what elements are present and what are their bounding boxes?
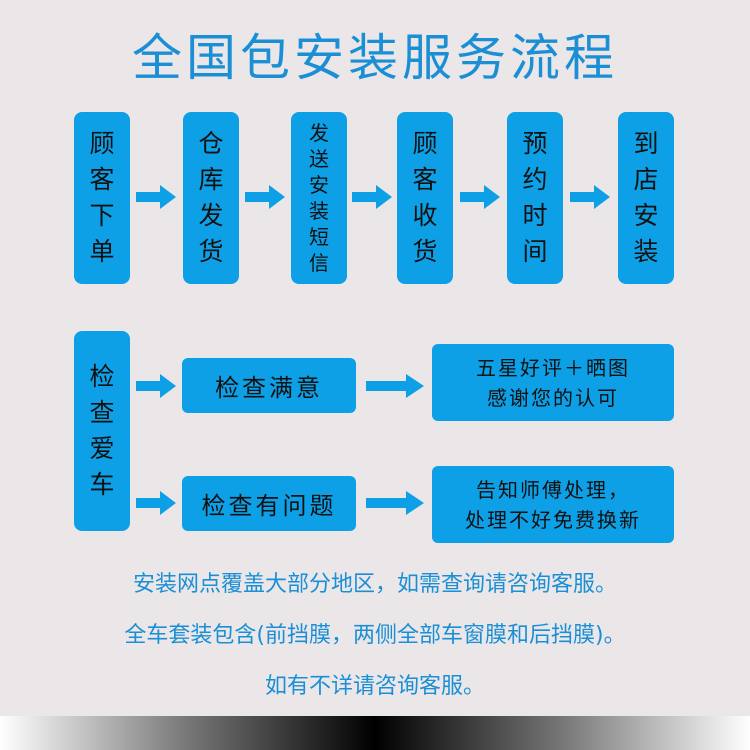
arrow-icon: [136, 374, 176, 398]
note-line: 全车套装包含(前挡膜，两侧全部车窗膜和后挡膜)。: [124, 623, 626, 648]
check-problem-box: 检查有问题: [182, 476, 356, 531]
arrow-icon: [366, 374, 424, 398]
step-box: 顾客收货: [397, 112, 453, 284]
check-satisfied-box: 检查满意: [182, 358, 356, 413]
result-line: 五星好评＋晒图: [476, 355, 630, 380]
arrow-icon: [136, 491, 176, 515]
step-label: 顾客收货: [412, 128, 438, 267]
check-car-label: 检查爱车: [89, 361, 115, 500]
problem-result-box: 告知师傅处理， 处理不好免费换新: [432, 466, 674, 543]
arrow-icon: [352, 185, 392, 209]
satisfied-result-box: 五星好评＋晒图 感谢您的认可: [432, 344, 674, 421]
result-line: 感谢您的认可: [487, 385, 619, 410]
step-box: 仓库发货: [183, 112, 239, 284]
note-line: 安装网点覆盖大部分地区，如需查询请咨询客服。: [132, 572, 617, 597]
step-label: 发送安装短信: [309, 121, 329, 275]
result-line: 告知师傅处理，: [476, 477, 630, 502]
note-line: 如有不详请咨询客服。: [264, 674, 485, 699]
arrow-icon: [366, 491, 424, 515]
gradient-bar: [0, 716, 750, 750]
step-label: 到店安装: [633, 128, 659, 267]
step-label: 预约时间: [522, 128, 548, 267]
step-box: 顾客下单: [74, 112, 130, 284]
check-car-box: 检查爱车: [74, 331, 130, 531]
page-title: 全国包安装服务流程: [132, 29, 618, 87]
step-box: 发送安装短信: [291, 112, 347, 284]
result-line: 处理不好免费换新: [465, 507, 641, 532]
step-label: 顾客下单: [89, 128, 115, 267]
arrow-icon: [570, 185, 610, 209]
arrow-icon: [460, 185, 500, 209]
step-box: 到店安装: [618, 112, 674, 284]
step-box: 预约时间: [507, 112, 563, 284]
step-label: 仓库发货: [198, 128, 224, 267]
arrow-icon: [245, 185, 285, 209]
arrow-icon: [136, 185, 176, 209]
